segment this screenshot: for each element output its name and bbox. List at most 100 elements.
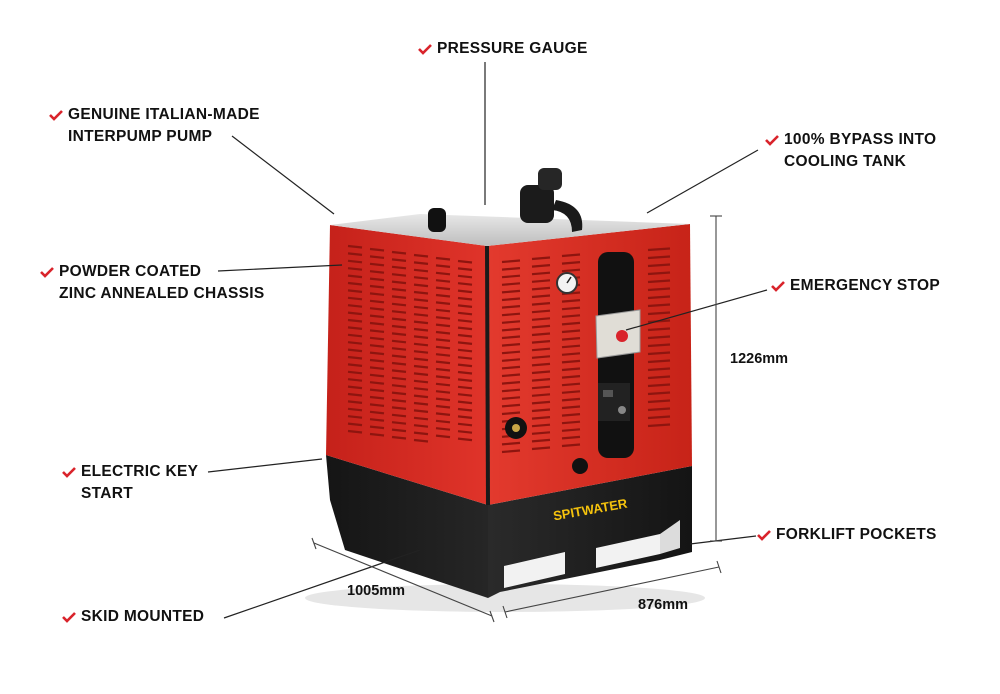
- vent-slot: [531, 309, 551, 314]
- vent-slot: [435, 367, 451, 372]
- vent-slot: [457, 363, 473, 368]
- vent-slot: [413, 305, 429, 310]
- vent-slot: [413, 283, 429, 288]
- vent-slot: [501, 282, 521, 286]
- vent-slot: [347, 281, 363, 286]
- vent-slot: [391, 332, 407, 336]
- vent-slot: [347, 355, 363, 360]
- vent-slot: [413, 261, 429, 265]
- vent-slot: [369, 388, 385, 393]
- pump-assembly: [428, 168, 583, 232]
- vent-slot: [435, 427, 451, 431]
- vent-slot: [347, 422, 363, 427]
- vent-slot: [435, 382, 451, 387]
- vent-slot: [435, 412, 451, 416]
- vent-slot: [369, 432, 385, 437]
- vent-slot: [413, 268, 429, 273]
- callout-text: FORKLIFT POCKETS: [776, 526, 937, 543]
- vent-slot: [369, 247, 385, 252]
- vent-slot: [369, 277, 385, 282]
- vent-slot: [647, 359, 671, 364]
- vent-slot: [369, 410, 385, 415]
- vent-slot: [457, 378, 473, 382]
- vent-slot: [413, 364, 429, 369]
- vent-slot: [347, 318, 363, 323]
- vent-slot: [391, 376, 407, 381]
- callout-text: START: [81, 485, 134, 502]
- vent-slot: [369, 262, 385, 267]
- vent-slot: [369, 358, 385, 363]
- forklift-pocket-left: [504, 552, 565, 588]
- vent-slot: [391, 317, 407, 322]
- vent-slot: [531, 294, 551, 299]
- vent-slot: [435, 360, 451, 365]
- vent-slot: [457, 393, 473, 397]
- vent-slot: [531, 378, 551, 382]
- vent-slot: [435, 264, 451, 268]
- vent-slot: [457, 430, 473, 434]
- dimension-lines: [311, 215, 722, 623]
- callout-text: 100% BYPASS INTO: [784, 131, 937, 148]
- vent-slot: [391, 339, 407, 344]
- vent-slot: [501, 358, 521, 362]
- vent-slot: [501, 259, 521, 264]
- vent-slot: [561, 413, 581, 417]
- vent-slot: [391, 250, 407, 255]
- callout-pressure-gauge: PRESSURE GAUGE: [418, 38, 588, 60]
- vent-slot: [647, 287, 671, 292]
- vent-slot: [391, 398, 407, 403]
- vent-slot: [647, 335, 671, 340]
- vent-slot: [531, 340, 551, 344]
- vent-slot: [501, 297, 521, 302]
- vent-slot: [561, 382, 581, 387]
- vent-slot: [531, 431, 551, 435]
- enclosure-left-panel: [326, 225, 488, 505]
- vent-slot: [369, 299, 385, 304]
- vent-slot: [369, 373, 385, 378]
- vent-slot: [413, 401, 429, 406]
- vent-slot: [531, 370, 551, 375]
- callout-text: COOLING TANK: [784, 153, 907, 170]
- vent-slot: [435, 397, 451, 402]
- vent-slot: [391, 302, 407, 307]
- vent-slot: [531, 264, 551, 268]
- vent-slot: [413, 276, 429, 280]
- vent-slot: [347, 400, 363, 404]
- vent-slot: [369, 270, 385, 274]
- vent-slot: [457, 415, 473, 419]
- vent-slot: [435, 434, 451, 439]
- vent-slot: [369, 425, 385, 430]
- vent-slot: [369, 395, 385, 400]
- vent-slot: [647, 263, 671, 268]
- vent-slot: [435, 286, 451, 291]
- vent-slot: [391, 413, 407, 418]
- vent-slot: [435, 404, 451, 409]
- vent-slot: [531, 286, 551, 291]
- leader-lines: [207, 62, 768, 619]
- vent-slot: [561, 314, 581, 318]
- vent-slot: [457, 407, 473, 412]
- vent-slot: [391, 265, 407, 270]
- callout-skid: SKID MOUNTED: [62, 606, 204, 628]
- vent-slot: [647, 327, 671, 332]
- vent-slot: [435, 390, 451, 394]
- check-icon: [771, 281, 785, 292]
- vent-slot: [347, 274, 363, 279]
- callout-forklift: FORKLIFT POCKETS: [757, 524, 937, 546]
- vent-slot: [369, 366, 385, 370]
- vent-slot: [369, 255, 385, 259]
- vent-slot: [457, 304, 473, 308]
- vent-slot: [501, 305, 521, 309]
- vent-slot: [457, 422, 473, 427]
- vent-slot: [369, 351, 385, 356]
- vent-slot: [501, 396, 521, 400]
- vent-slot: [347, 252, 363, 256]
- vent-slot: [531, 423, 551, 428]
- vent-slot: [413, 424, 429, 428]
- vent-slot: [561, 329, 581, 334]
- vent-slot: [347, 415, 363, 419]
- callout-electric-key: ELECTRIC KEY START: [62, 461, 198, 505]
- check-icon: [40, 267, 54, 278]
- vent-slot: [435, 375, 451, 379]
- check-icon: [62, 467, 76, 478]
